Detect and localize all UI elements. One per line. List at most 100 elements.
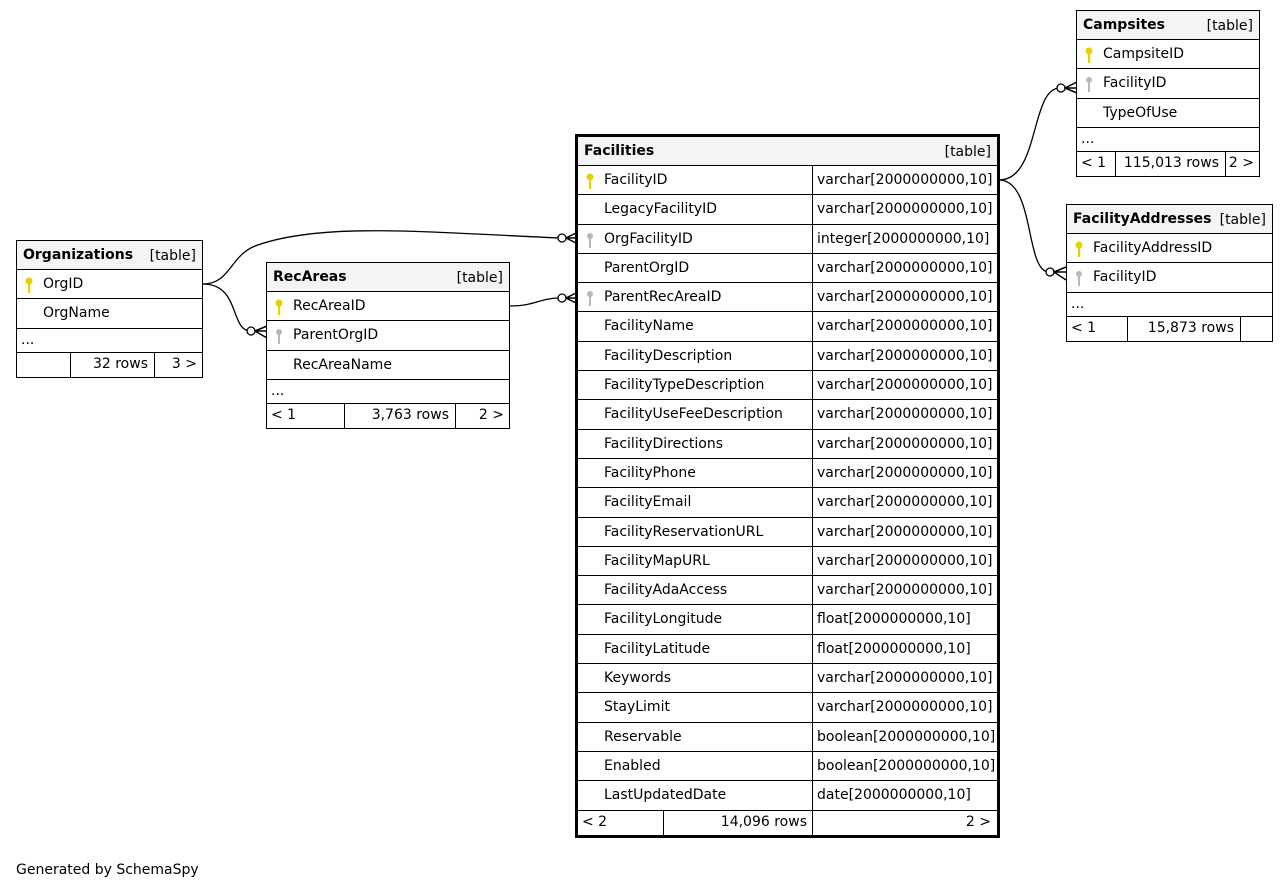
column-name: FacilityID [1103,75,1167,92]
column-row[interactable]: CampsiteID [1077,40,1259,70]
table-facilityaddresses[interactable]: FacilityAddresses [table] FacilityAddres… [1066,204,1273,342]
optional-marker [246,326,256,336]
column-type: varchar[2000000000,10] [812,166,997,195]
table-kind: [table] [149,248,196,264]
column-name: TypeOfUse [1103,104,1178,121]
column-type: integer[2000000000,10] [812,224,997,253]
edge-facilities-campsites [998,87,1061,181]
table-kind: [table] [1206,18,1253,34]
column-type: varchar[2000000000,10] [812,371,997,400]
primary-key-icon [25,277,33,293]
table-footer: < 1 15,873 rows [1067,316,1272,341]
table-footer: < 2 14,096 rows 2 > [578,810,997,835]
column-name: RecAreaID [293,298,366,314]
table-footer: < 1 3,763 rows 2 > [267,403,509,428]
table-footer: 32 rows 3 > [17,352,202,377]
crows-foot-marker [1053,266,1067,281]
column-name: FacilityName [604,318,694,335]
column-row[interactable]: RecAreaName [267,351,509,380]
children-link[interactable]: 2 > [1225,151,1259,176]
column-type: varchar[2000000000,10] [812,546,997,576]
row-count: 3,763 rows [344,403,455,428]
column-name: FacilityTypeDescription [604,377,765,394]
column-type: varchar[2000000000,10] [812,312,997,341]
table-header: Facilities [table] [578,137,997,166]
parents-link[interactable]: < 1 [1071,319,1097,336]
column-name: RecAreaName [293,356,392,373]
table-footer: < 1 115,013 rows 2 > [1077,151,1259,176]
column-type: varchar[2000000000,10] [812,429,997,458]
parents-link[interactable]: < 2 [582,813,608,830]
children-link[interactable]: 2 > [455,403,509,428]
table-campsites[interactable]: Campsites [table] CampsiteID FacilityID … [1076,10,1260,177]
column-type: varchar[2000000000,10] [812,400,997,429]
column-name: OrgName [43,305,110,322]
optional-marker [1056,83,1066,93]
column-row[interactable]: RecAreaID [267,292,509,322]
primary-key-icon [586,173,594,189]
table-header: FacilityAddresses [table] [1067,205,1272,234]
column-type: boolean[2000000000,10] [812,722,997,751]
column-row[interactable]: ParentOrgID [267,321,509,351]
edge-facilities-facilityaddresses [998,179,1050,273]
column-row[interactable]: FacilityID [1067,263,1272,293]
column-name: FacilityPhone [604,464,696,481]
column-row[interactable]: FacilityName varchar[2000000000,10] [578,312,997,342]
row-count: 15,873 rows [1127,316,1240,341]
column-name: FacilityID [1093,269,1157,286]
edge-organizations-facilities [202,230,561,285]
more-columns: ... [267,380,509,404]
column-type: varchar[2000000000,10] [812,693,997,722]
table-name: Facilities [584,143,655,159]
table-recareas[interactable]: RecAreas [table] RecAreaID ParentOrgID R… [266,262,510,429]
column-name: FacilityAddressID [1093,240,1213,256]
column-row[interactable]: TypeOfUse [1077,99,1259,128]
column-name: FacilityLatitude [604,640,711,657]
foreign-key-icon [276,329,282,345]
crows-foot-marker [565,232,577,244]
column-row[interactable]: FacilityAddressID [1067,234,1272,264]
edge-recareas-facilities [509,297,561,307]
parents-link[interactable]: < 1 [1081,154,1107,171]
children-link[interactable]: 2 > [812,810,997,835]
column-name: Enabled [604,757,661,774]
children-link[interactable]: 3 > [154,352,202,377]
column-name: ParentOrgID [293,327,379,344]
column-row[interactable]: FacilityTypeDescription varchar[200000000… [578,371,997,401]
column-row[interactable]: FacilityID [1077,69,1259,99]
parents-link[interactable]: < 1 [271,406,297,423]
table-header: Campsites [table] [1077,11,1259,40]
column-type: varchar[2000000000,10] [812,576,997,605]
row-count: 32 rows [70,352,154,377]
table-organizations[interactable]: Organizations [table] OrgID OrgName ... … [16,240,203,378]
column-row[interactable]: OrgName [17,299,202,329]
children-link[interactable] [1240,316,1272,341]
column-type: varchar[2000000000,10] [812,195,997,224]
column-name: ParentRecAreaID [604,289,722,306]
column-row[interactable]: OrgID [17,270,202,300]
column-name: FacilityLongitude [604,611,723,628]
table-kind: [table] [944,144,991,160]
